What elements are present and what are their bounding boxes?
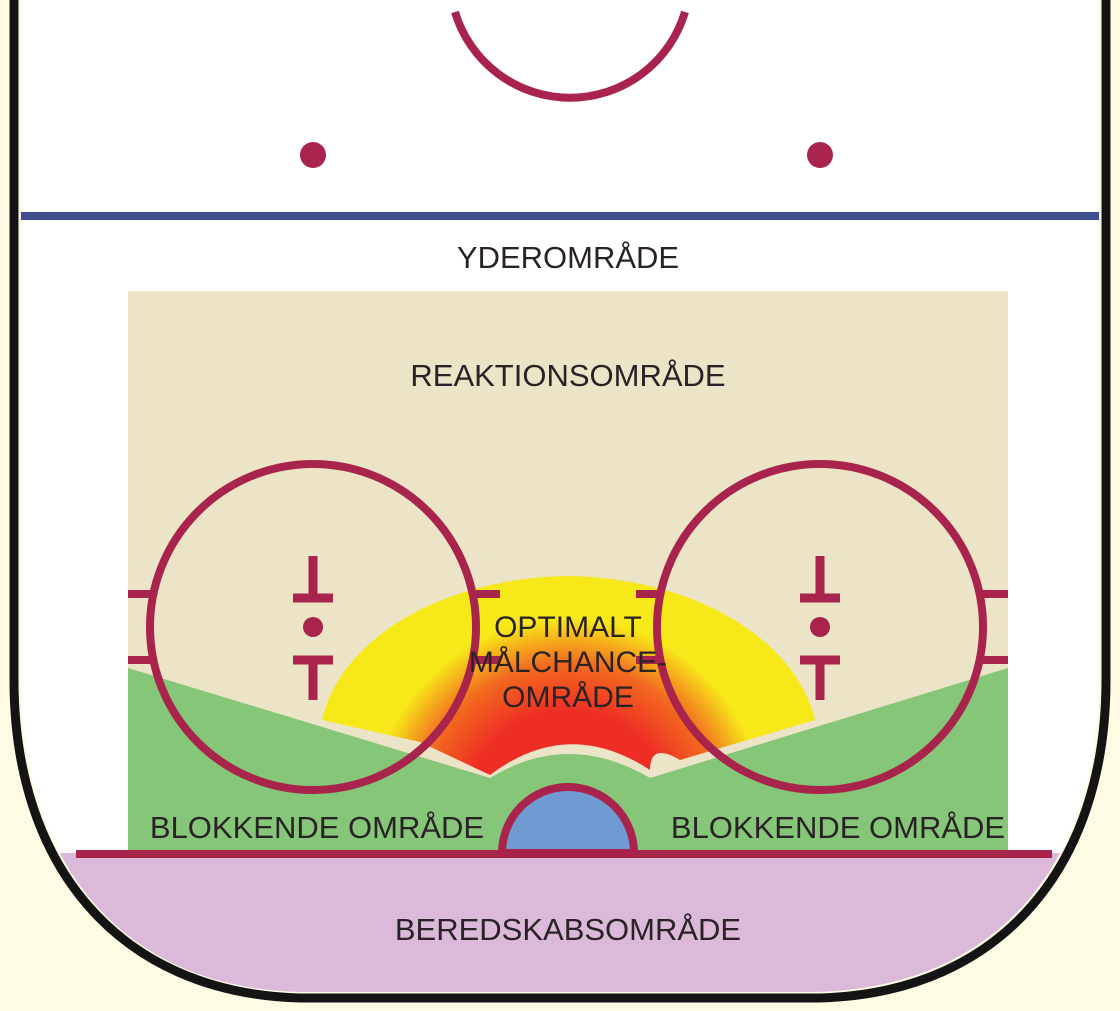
blocking-zone-label-left: BLOKKENDE OMRÅDE [150,810,484,845]
scoring-zone-label-line1: OPTIMALT [494,611,642,644]
neutral-faceoff-dot-left [300,142,326,168]
readiness-zone-label: BEREDSKABSOMRÅDE [395,912,741,947]
faceoff-circle-left [128,460,500,794]
neutral-faceoff-dot-right [807,142,833,168]
readiness-zone [21,853,1099,992]
rink-boards [9,0,1111,1003]
scoring-zone-label-line3: OMRÅDE [502,681,634,714]
reaction-zone-label: REAKTIONSOMRÅDE [410,358,725,393]
center-circle-arc [451,10,689,102]
faceoff-circle-right [636,460,1008,794]
blocking-zone-label-right: BLOKKENDE OMRÅDE [671,810,1005,845]
scoring-zone-label-line2: MÅLCHANCE- [469,646,667,679]
goal-line [76,850,1052,858]
outer-zone-label: YDEROMRÅDE [457,240,679,275]
goal-crease [497,783,639,857]
blue-line [21,212,1099,220]
blocking-zone [128,668,1008,853]
